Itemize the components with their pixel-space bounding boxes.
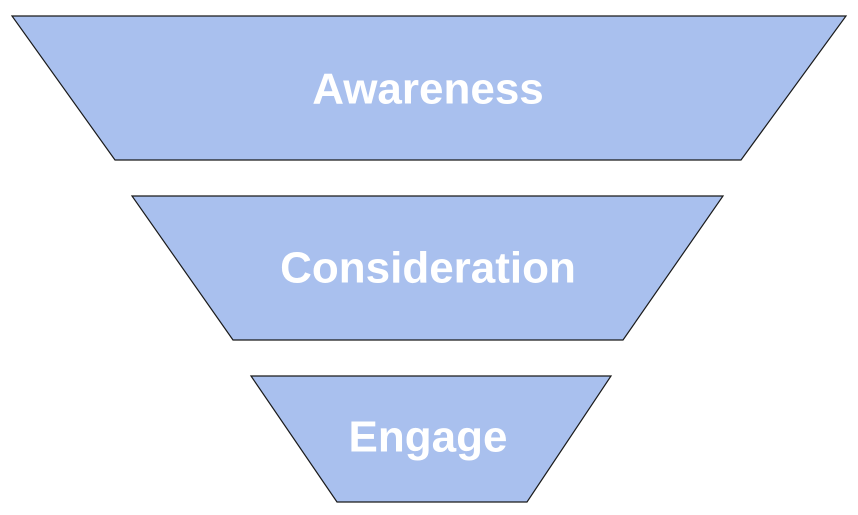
funnel-stage-engage-label: Engage xyxy=(349,413,508,462)
funnel-stage-awareness: Awareness xyxy=(10,15,848,161)
funnel-stage-engage-shape xyxy=(249,375,613,503)
funnel-stage-awareness-label: Awareness xyxy=(312,65,544,114)
funnel-stage-awareness-shape xyxy=(10,15,848,161)
funnel-stage-consideration-shape xyxy=(130,195,725,341)
funnel-stage-consideration: Consideration xyxy=(130,195,725,341)
funnel-stage-consideration-label: Consideration xyxy=(280,244,576,293)
funnel-stage-engage: Engage xyxy=(249,375,613,503)
